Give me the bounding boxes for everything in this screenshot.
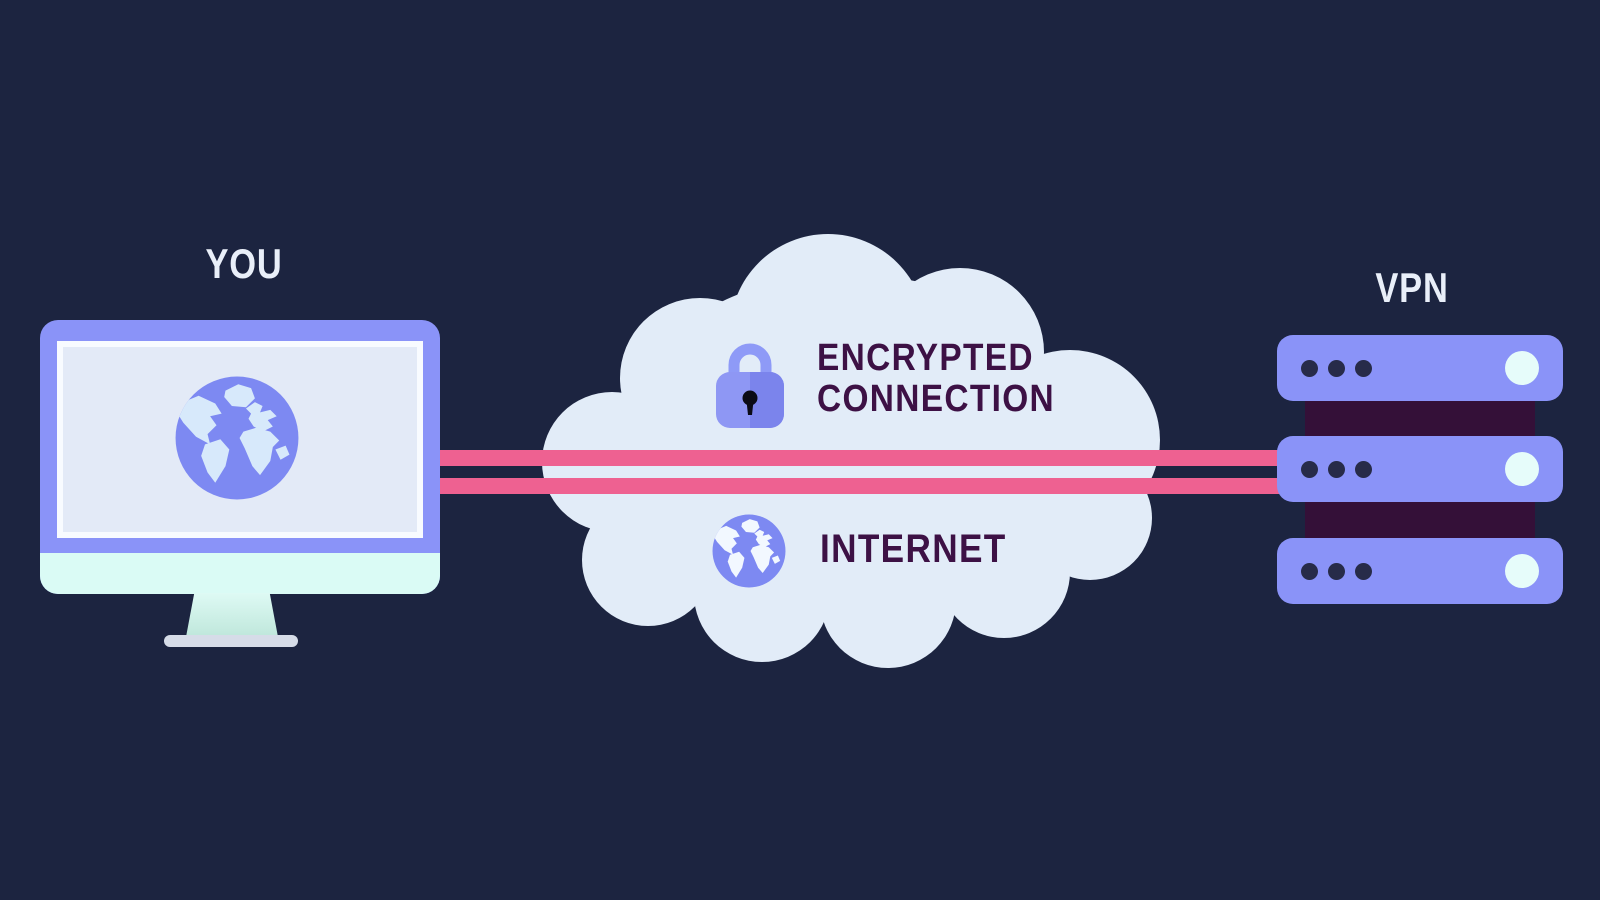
vpn-label: VPN xyxy=(1375,264,1449,311)
internet-label: INTERNET xyxy=(820,527,1007,571)
monitor-screen xyxy=(57,341,423,538)
power-indicator-icon xyxy=(1505,554,1539,588)
tunnel-line-upper xyxy=(436,450,1282,466)
drive-dots-icon xyxy=(1301,359,1372,377)
monitor-base xyxy=(164,635,298,647)
you-label: YOU xyxy=(205,240,283,287)
vpn-server-rack xyxy=(1277,335,1563,605)
server-unit xyxy=(1277,436,1563,502)
tunnel-line-lower xyxy=(436,478,1282,494)
power-indicator-icon xyxy=(1505,452,1539,486)
server-unit xyxy=(1277,335,1563,401)
encrypted-line1: ENCRYPTED xyxy=(817,337,1034,379)
monitor-chin xyxy=(40,553,440,594)
power-indicator-icon xyxy=(1505,351,1539,385)
padlock-icon xyxy=(716,343,784,428)
computer-monitor xyxy=(40,320,440,594)
drive-dots-icon xyxy=(1301,562,1372,580)
globe-icon-internet xyxy=(712,514,786,588)
encrypted-connection-label: ENCRYPTED CONNECTION xyxy=(817,338,1055,420)
server-unit xyxy=(1277,538,1563,604)
globe-icon-monitor xyxy=(175,376,299,500)
drive-dots-icon xyxy=(1301,460,1372,478)
encrypted-line2: CONNECTION xyxy=(817,378,1055,420)
monitor-stand xyxy=(186,593,278,637)
